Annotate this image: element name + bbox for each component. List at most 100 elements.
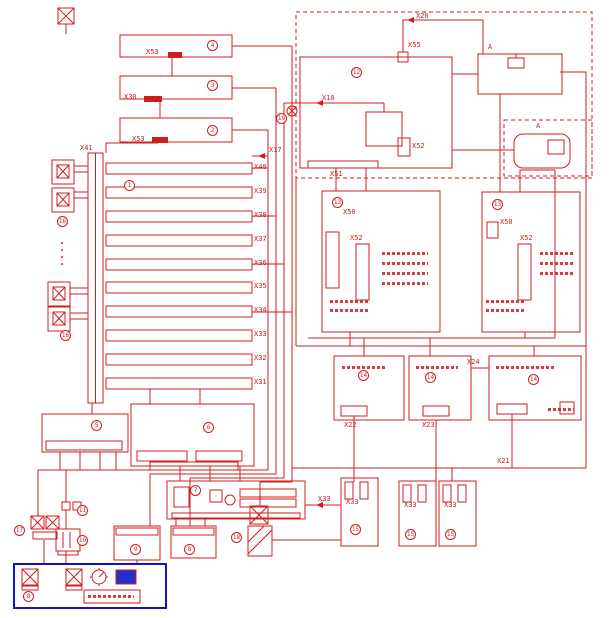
connector-label-x22: X22 [344,421,357,429]
connector-label-x52-box12: X52 [412,142,425,150]
connector-label-strip-x37: X37 [254,235,267,243]
component-number-6: 6 [203,422,214,433]
component-number-15-left: 15 [350,524,361,535]
annotation-text-row-1 [382,262,428,265]
component-number-16-upper: 16 [57,216,68,227]
connector-label-x53-upper: X53 [146,48,159,56]
ellipsis-dots [61,242,63,265]
annotation-text-row-11 [342,366,386,369]
component-number-19: 19 [276,113,287,124]
connector-label-x53-lower: X53 [132,135,145,143]
connector-label-strip-x34: X34 [254,306,267,314]
connector-label-strip-x33: X33 [254,330,267,338]
connector-label-x33-c: X33 [444,501,457,509]
connector-label-x51: X51 [330,170,343,178]
connector-label-strip-x36: X36 [254,259,267,267]
connector-label-x41: X41 [80,144,93,152]
annotation-text-row-8 [540,272,574,275]
component-rounded-right [513,133,571,169]
annotation-text-row-9 [486,300,526,303]
connector-label-x33-a: X33 [346,498,359,506]
component-number-3: 3 [207,80,218,91]
annotation-text-row-13 [496,366,554,369]
connector-label-x20: X20 [416,12,429,20]
annotation-text-row-5 [330,309,370,312]
annotation-text-row-3 [382,282,428,285]
component-number-7: 7 [190,485,201,496]
component-box-6 [130,403,255,471]
component-box-8 [170,525,217,559]
annotation-text-row-14 [548,408,574,411]
connector-label-a-lower: A [536,122,541,130]
connector-label-x52-right: X52 [520,234,533,242]
terminal-strip-column [87,152,104,404]
component-box-2 [119,117,233,143]
component-box-14-left [333,355,405,421]
component-number-14-left: 14 [358,370,369,381]
connector-label-strip-x38: X38 [254,211,267,219]
component-number-8: 8 [184,544,195,555]
instrument-panel-inset [13,563,167,609]
component-number-2: 2 [207,125,218,136]
component-box-3 [119,75,233,100]
connector-label-x30: X30 [124,93,137,101]
terminal-strip-bars [105,162,253,390]
component-number-13-left: 13 [332,197,343,208]
component-box-top-right [477,53,563,95]
annotation-text-row-0 [382,252,428,255]
lamp-symbol-19 [286,105,298,117]
component-box-15-left [340,477,379,547]
connector-label-x23: X23 [422,421,435,429]
component-number-15-right: 15 [445,529,456,540]
connector-cluster-16-lower [47,281,71,332]
component-number-12: 12 [351,67,362,78]
component-sensor-18 [247,505,273,557]
component-number-9: 9 [130,544,141,555]
annotation-text-row-12 [416,366,458,369]
dashed-enclosure-top-right [295,11,593,179]
connector-label-strip-x40: X40 [254,163,267,171]
component-number-8-panel: 8 [23,591,34,602]
annotation-text-row-10 [486,309,526,312]
connector-label-x50-right: X50 [500,218,513,226]
annotation-text-row-2 [382,272,428,275]
component-box-5 [41,413,129,453]
connector-label-strip-x31: X31 [254,378,267,386]
annotation-text-row-6 [540,252,574,255]
component-box-14-mid [408,355,472,421]
connector-label-x21: X21 [497,457,510,465]
component-number-18: 18 [231,532,242,543]
connector-label-x55: X55 [408,41,421,49]
component-box-15-right [438,480,477,547]
component-number-5: 5 [91,420,102,431]
wiring-lines [37,19,587,564]
component-number-10: 10 [77,535,88,546]
wire-arrows [258,17,414,508]
component-box-14-right [488,355,582,421]
connector-label-strip-x32: X32 [254,354,267,362]
annotation-text-row-7 [540,262,574,265]
component-box-15-mid [398,480,437,547]
connector-cluster-16-upper [51,159,75,213]
annotation-text-row-4 [330,300,370,303]
component-box-9 [113,525,161,561]
component-connector-17 [30,515,60,540]
connector-blocks-x53-x30 [144,52,182,143]
connector-label-x33-wire: X33 [318,495,331,503]
component-number-14-mid: 14 [425,372,436,383]
connector-label-strip-x35: X35 [254,282,267,290]
component-number-13-right: 13 [492,199,503,210]
component-number-17: 17 [14,525,25,536]
connector-label-strip-x39: X39 [254,187,267,195]
connector-label-x24: X24 [467,358,480,366]
connector-label-x52-left: X52 [350,234,363,242]
connector-label-a-upper: A [488,43,493,51]
component-number-15-mid: 15 [405,529,416,540]
component-number-14-right: 14 [528,374,539,385]
component-number-16-lower: 16 [60,330,71,341]
annotation-text-row-15 [88,595,134,598]
component-number-4: 4 [207,40,218,51]
